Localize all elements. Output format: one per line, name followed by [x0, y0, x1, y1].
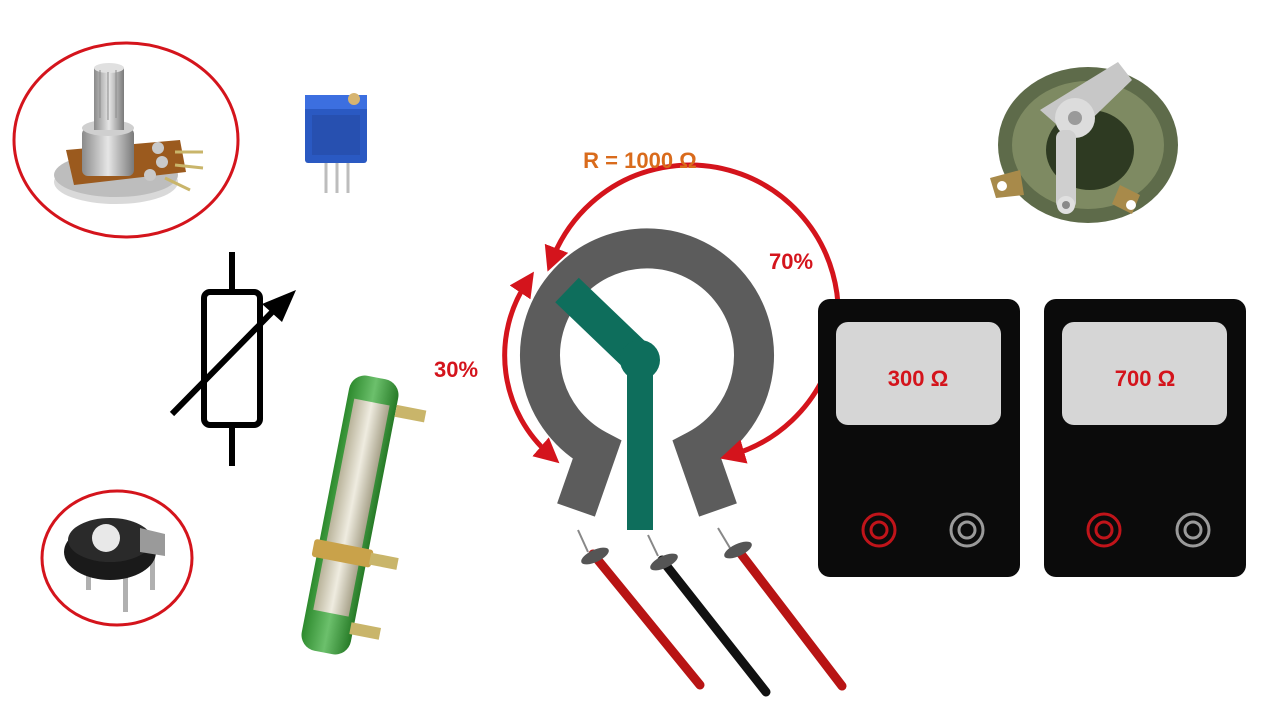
input-jack-gray [949, 512, 985, 548]
multimeter-left: 300 Ω [818, 299, 1020, 577]
meter-reading: 300 Ω [888, 366, 948, 391]
probe-right-red [717, 527, 847, 691]
multimeter-right: 700 Ω [1044, 299, 1246, 577]
rotary-rheostat-icon [990, 62, 1178, 223]
meter-reading: 700 Ω [1115, 366, 1175, 391]
arrow-left-segment [502, 271, 560, 464]
wirewound-rheostat-icon [301, 375, 427, 655]
input-jack-red [861, 512, 897, 548]
rotary-potentiometer-icon [12, 41, 240, 239]
total-resistance-label: R = 1000 Ω [583, 148, 697, 173]
left-segment-percent: 30% [434, 357, 478, 382]
right-segment-percent: 70% [769, 249, 813, 274]
variable-resistor-symbol-icon [169, 252, 296, 466]
trimmer-potentiometer-icon [305, 93, 367, 193]
probe-left-red [577, 529, 705, 690]
input-jack-red [1086, 512, 1122, 548]
input-jack-gray [1175, 512, 1211, 548]
panel-trimmer-icon [40, 489, 194, 627]
probe-center-black [647, 534, 771, 697]
arrow-right-segment [544, 162, 841, 464]
